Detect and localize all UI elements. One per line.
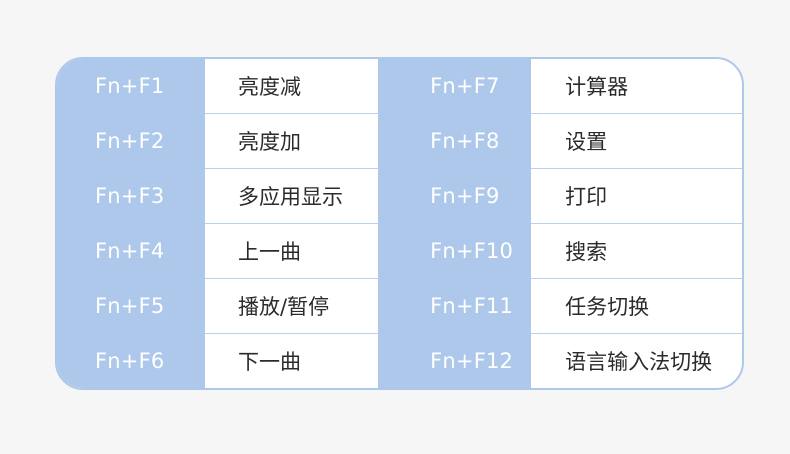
key-cell: Fn+F6 [95, 348, 165, 373]
key-column-left: Fn+F1 Fn+F2 Fn+F3 Fn+F4 Fn+F5 Fn+F6 [57, 59, 205, 388]
key-cell: Fn+F8 [430, 129, 500, 154]
function-cell: 播放/暂停 [205, 279, 379, 334]
function-cell: 亮度减 [205, 59, 379, 114]
function-cell: 上一曲 [205, 224, 379, 279]
function-column-left: 亮度减 亮度加 多应用显示 上一曲 播放/暂停 下一曲 [205, 59, 379, 388]
function-cell: 语言输入法切换 [565, 350, 713, 374]
key-cell: Fn+F3 [95, 184, 165, 209]
shortcut-table: Fn+F1 Fn+F2 Fn+F3 Fn+F4 Fn+F5 Fn+F6 亮度减 … [55, 57, 744, 390]
function-cell: 计算器 [531, 59, 742, 114]
key-cell: Fn+F2 [95, 129, 165, 154]
key-cell: Fn+F5 [95, 293, 165, 318]
shortcut-table-right-half: Fn+F7 Fn+F8 Fn+F9 Fn+F10 Fn+F11 Fn+F12 计… [382, 59, 742, 388]
function-cell: 多应用显示 [205, 169, 379, 224]
function-cell: 打印 [531, 169, 742, 224]
key-cell: Fn+F12 [430, 348, 514, 373]
function-cell: 设置 [531, 114, 742, 169]
key-cell: Fn+F7 [430, 74, 500, 99]
key-cell: Fn+F10 [430, 238, 514, 263]
function-column-right: 计算器 设置 打印 搜索 任务切换 语言输入法切换 [531, 59, 742, 388]
key-cell: Fn+F9 [430, 184, 500, 209]
key-cell: Fn+F1 [95, 74, 165, 99]
shortcut-table-left-half: Fn+F1 Fn+F2 Fn+F3 Fn+F4 Fn+F5 Fn+F6 亮度减 … [57, 59, 379, 388]
key-cell: Fn+F11 [430, 293, 514, 318]
function-cell: 下一曲 [238, 350, 301, 374]
function-cell: 任务切换 [531, 279, 742, 334]
column-divider [378, 59, 383, 388]
key-cell: Fn+F4 [95, 238, 165, 263]
key-column-right: Fn+F7 Fn+F8 Fn+F9 Fn+F10 Fn+F11 Fn+F12 [382, 59, 532, 388]
function-cell: 亮度加 [205, 114, 379, 169]
function-cell: 搜索 [531, 224, 742, 279]
